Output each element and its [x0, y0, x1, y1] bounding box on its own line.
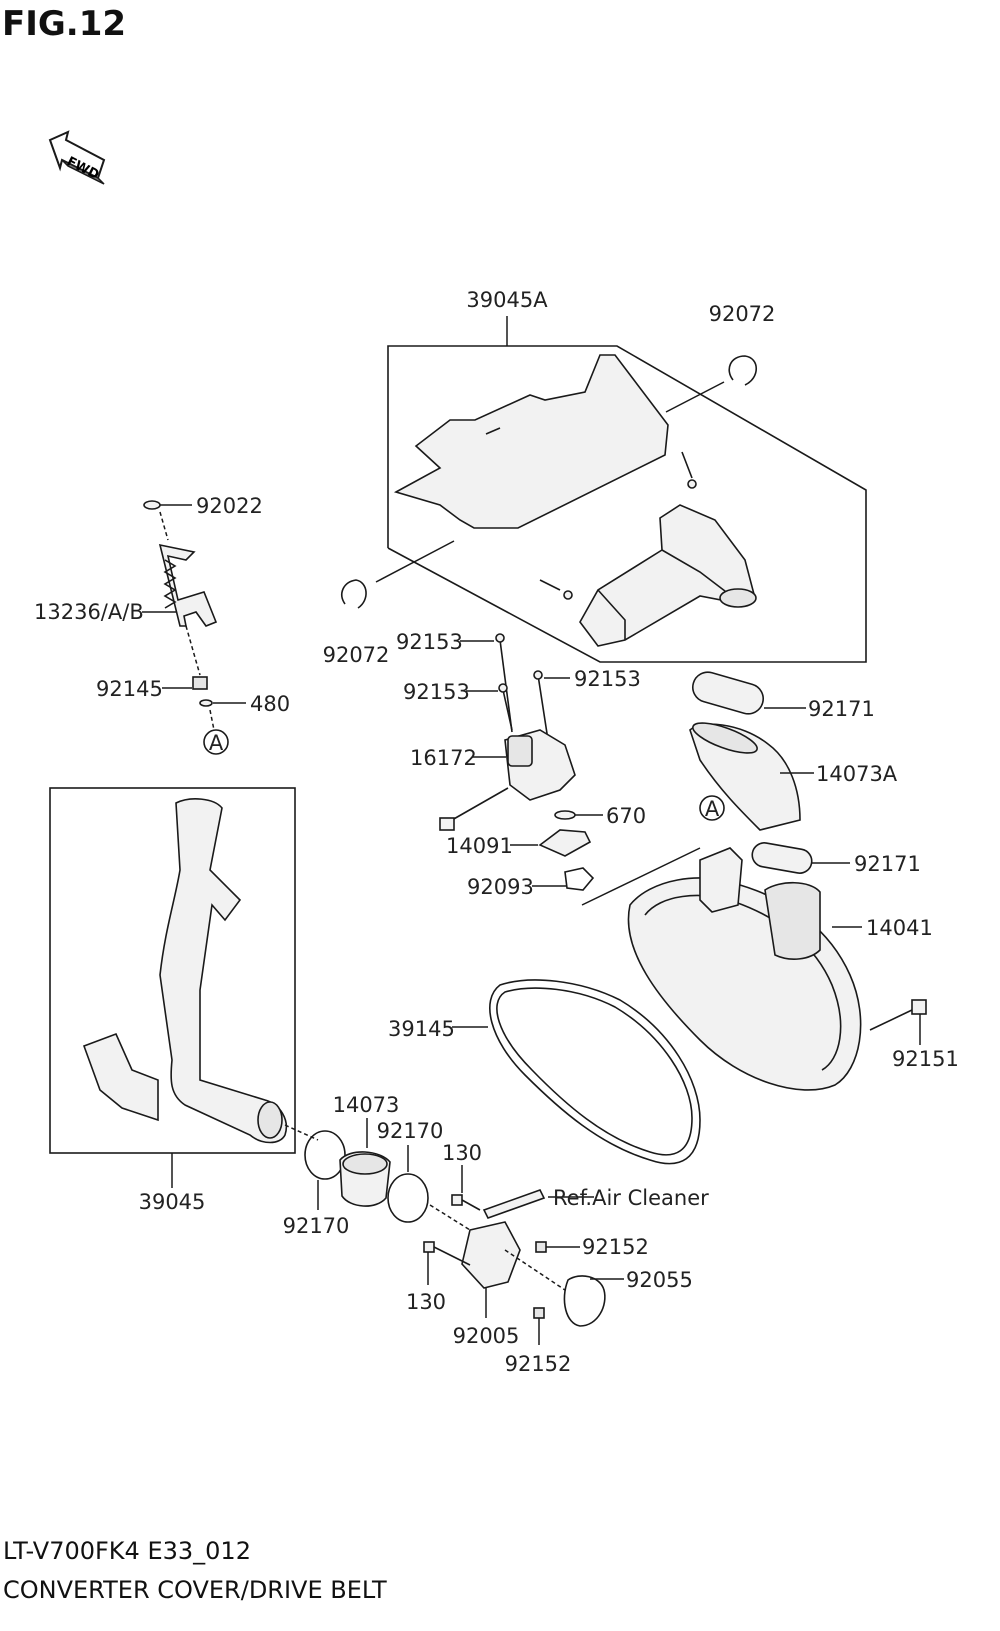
figure-title: FIG.12 — [2, 4, 127, 44]
label-92093: 92093 — [467, 875, 534, 899]
label-92153-b: 92153 — [403, 680, 470, 704]
label-14073a: 14073A — [816, 762, 898, 786]
ref-marker-a-left — [203, 729, 229, 755]
label-92170-top: 92170 — [377, 1119, 444, 1143]
label-14041: 14041 — [866, 916, 933, 940]
drive-belt-39145 — [452, 979, 701, 1165]
label-92171-top: 92171 — [808, 697, 875, 721]
ref-marker-a-left-text: A — [209, 731, 224, 755]
label-92072-top: 92072 — [709, 302, 776, 326]
label-16172: 16172 — [410, 746, 477, 770]
label-92152-bottom: 92152 — [505, 1352, 572, 1376]
model-code: LT-V700FK4 E33_012 — [3, 1537, 251, 1565]
label-ref-air-cleaner: Ref.Air Cleaner — [553, 1186, 709, 1210]
label-670: 670 — [606, 804, 646, 828]
label-92152-top: 92152 — [582, 1235, 649, 1259]
label-480: 480 — [250, 692, 290, 716]
label-39045: 39045 — [139, 1190, 206, 1214]
label-92153-a: 92153 — [396, 630, 463, 654]
actuator-group — [439, 633, 701, 906]
label-39145: 39145 — [388, 1017, 455, 1041]
lower-intake-group — [284, 1118, 624, 1345]
group-39045a — [341, 316, 867, 663]
fwd-arrow-icon: FWD — [48, 130, 106, 185]
label-130-bottom: 130 — [406, 1290, 446, 1314]
part-labels: 39045A 92072 92072 92022 13236/A/B 92145… — [34, 288, 959, 1376]
label-14073: 14073 — [333, 1093, 400, 1117]
label-92171-mid: 92171 — [854, 852, 921, 876]
label-92005: 92005 — [453, 1324, 520, 1348]
group-39045 — [49, 787, 296, 1188]
label-130-top: 130 — [442, 1141, 482, 1165]
label-92170-bottom: 92170 — [283, 1214, 350, 1238]
label-14091: 14091 — [446, 834, 513, 858]
label-92145: 92145 — [96, 677, 163, 701]
ref-marker-a-right-text: A — [705, 797, 720, 821]
converter-cover-group: A — [627, 671, 927, 1091]
label-92153-c: 92153 — [574, 667, 641, 691]
label-13236: 13236/A/B — [34, 600, 144, 624]
sensor-stack: A — [142, 500, 246, 755]
label-92022: 92022 — [196, 494, 263, 518]
figure-description: CONVERTER COVER/DRIVE BELT — [3, 1576, 387, 1604]
label-92055: 92055 — [626, 1268, 693, 1292]
label-39045a: 39045A — [466, 288, 548, 312]
label-92151: 92151 — [892, 1047, 959, 1071]
label-92072-left: 92072 — [323, 643, 390, 667]
ref-marker-a-right — [699, 795, 725, 821]
